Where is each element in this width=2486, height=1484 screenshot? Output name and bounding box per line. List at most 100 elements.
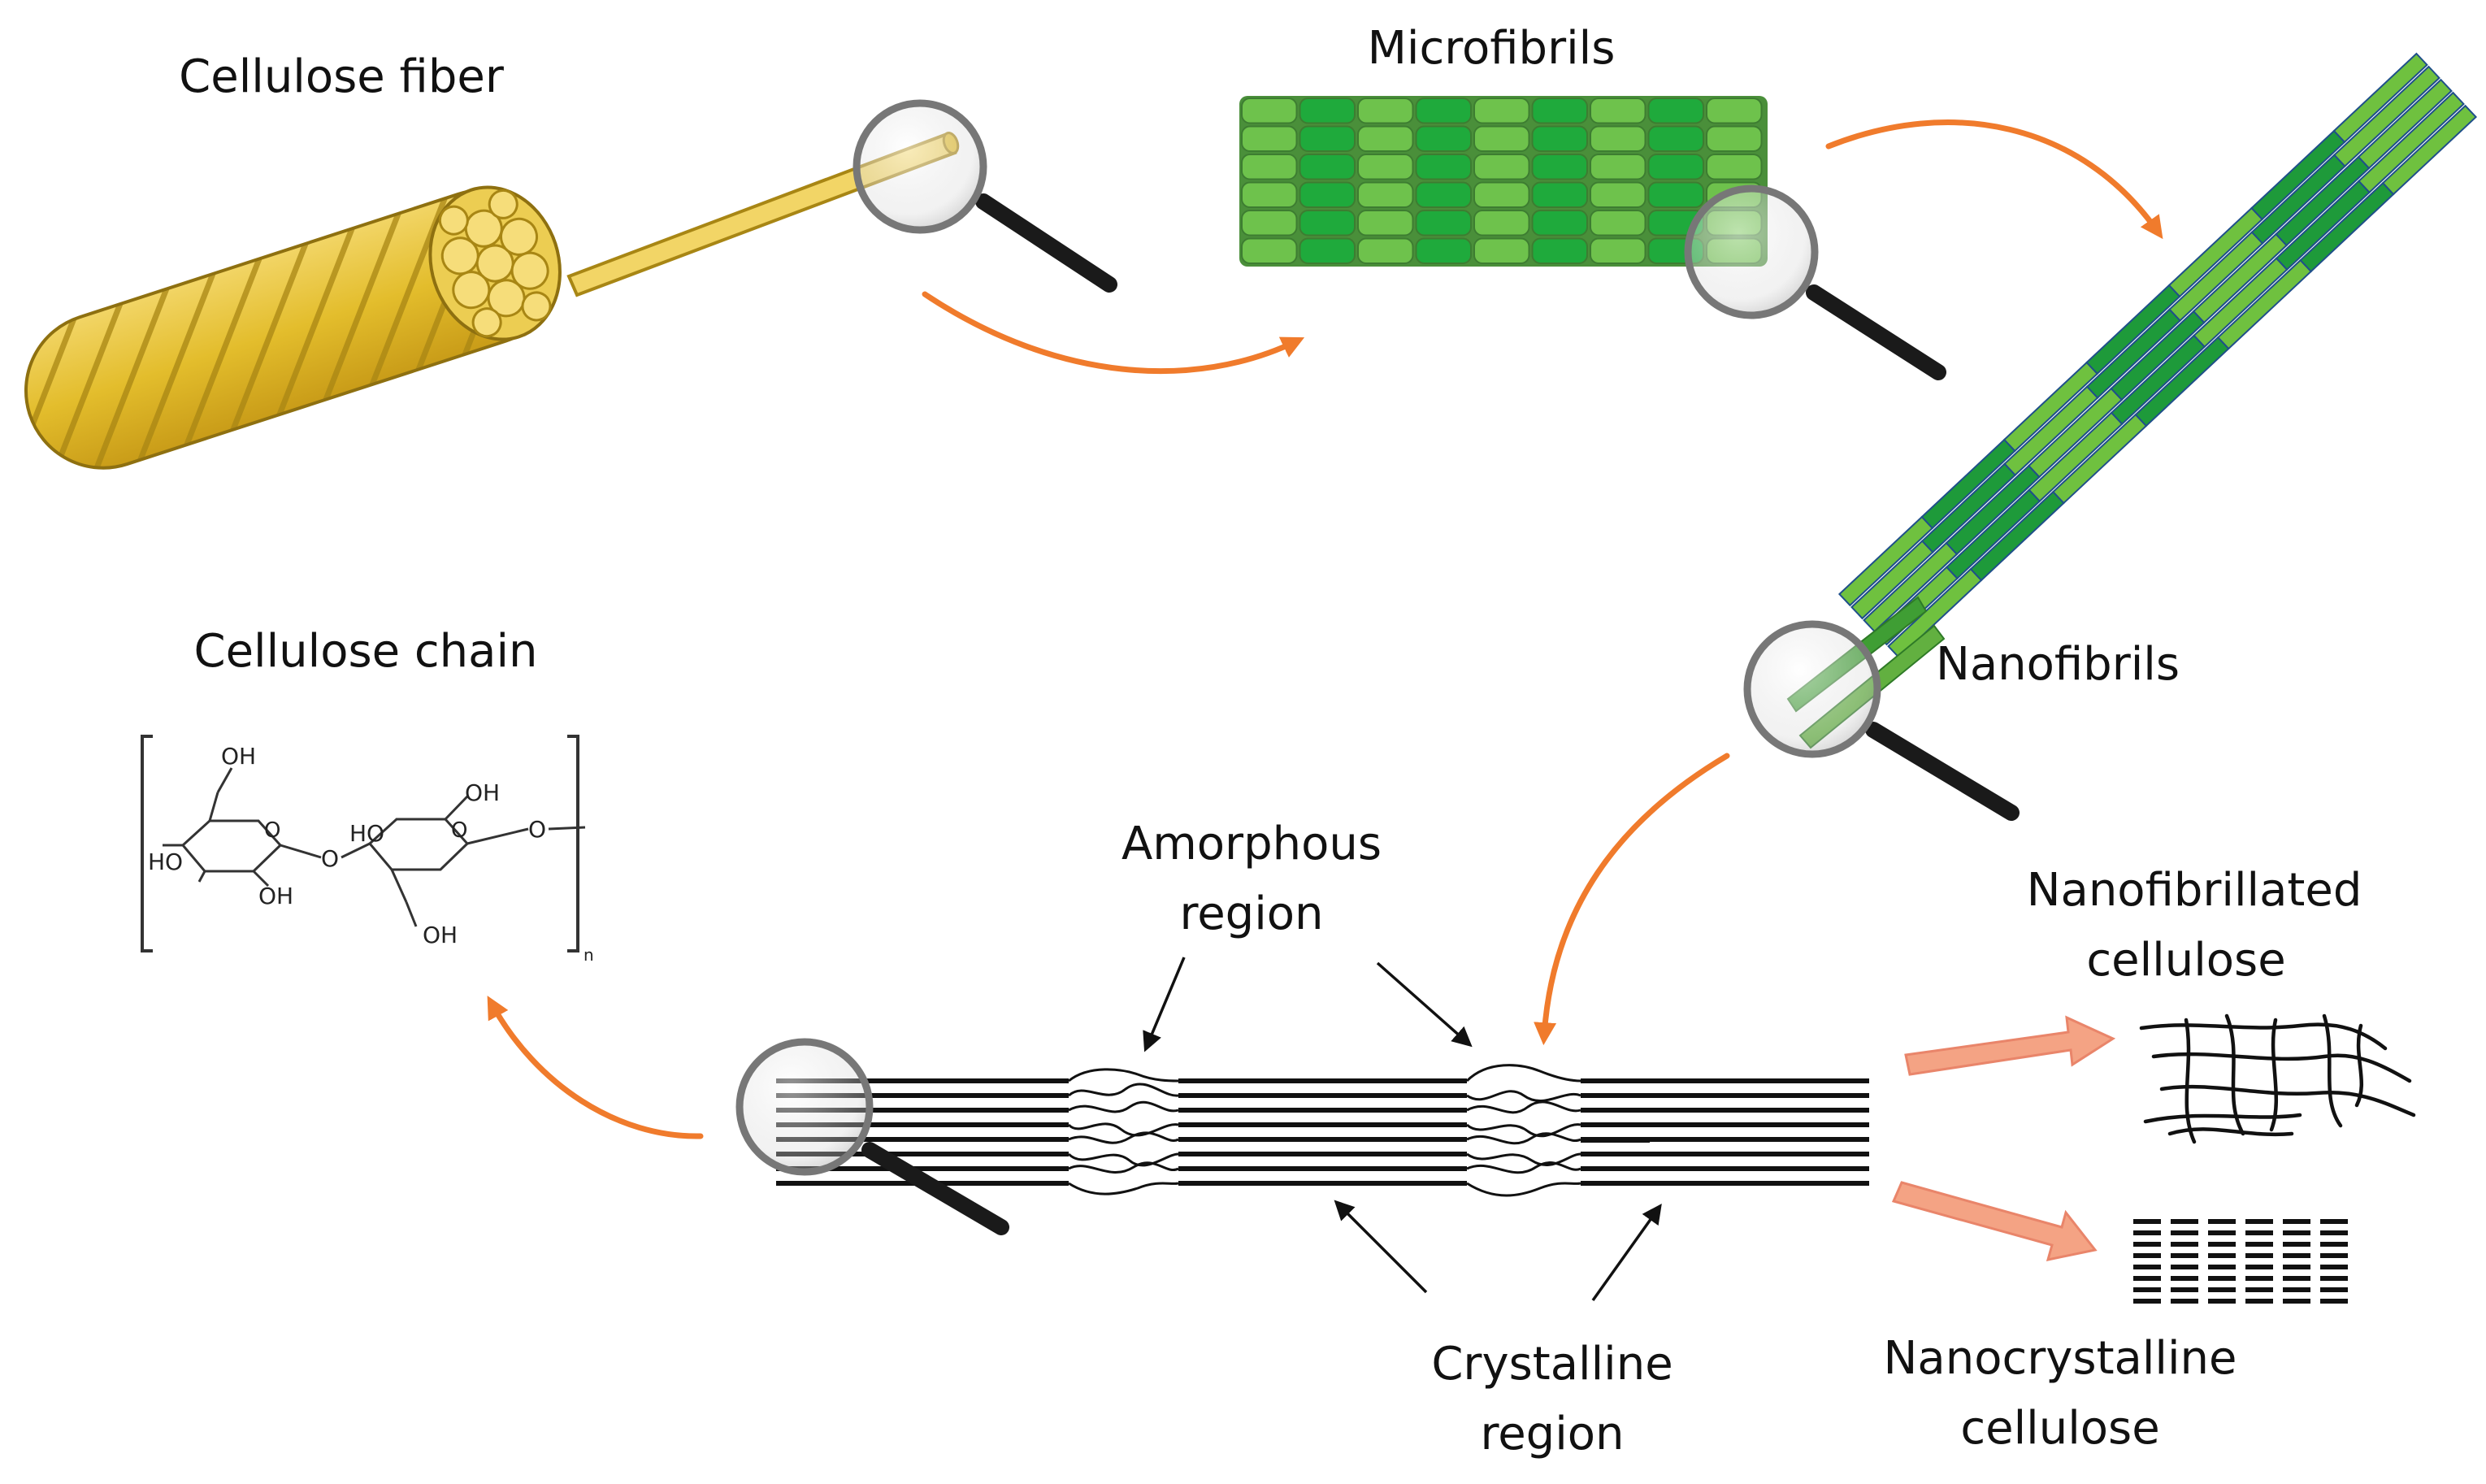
microfibril-segment	[1299, 154, 1356, 180]
cellulose-chain-atoms: OH HO OH O O HO OH O OH O n	[148, 743, 594, 965]
label-amorphous-line2: region	[1179, 887, 1323, 940]
nanocrystal-rod	[2320, 1230, 2348, 1235]
arrow-to-nanocrystalline	[1891, 1181, 2098, 1261]
nanocrystal-rod	[2208, 1253, 2236, 1258]
nanocrystalline-cellulose-rods	[2133, 1219, 2348, 1304]
label-crystalline-line2: region	[1480, 1408, 1624, 1460]
microfibril-segment	[1531, 237, 1588, 264]
microfibril-segment	[1531, 154, 1588, 180]
label-nanocrystalline-line2: cellulose	[1960, 1402, 2159, 1455]
microfibril-segment	[1357, 237, 1414, 264]
microfibril-segment	[1473, 210, 1530, 236]
microfibril-segment	[1706, 154, 1763, 180]
pointer-amorphous-right	[1376, 961, 1473, 1048]
atom-oh-top-right: OH	[465, 779, 500, 806]
pointer-crystalline-left	[1334, 1200, 1428, 1294]
arrow-to-nanofibrillated	[1904, 1015, 2116, 1076]
nanocrystal-rod	[2283, 1287, 2310, 1292]
nanocrystal-rod	[2133, 1287, 2161, 1292]
microfibril-segment	[1299, 181, 1356, 208]
microfibril-segment	[1473, 98, 1530, 124]
microfibril-segment	[1590, 98, 1646, 124]
microfibril-segment	[1357, 210, 1414, 236]
magnifier-microfibrils-icon	[1684, 184, 1946, 380]
microfibril-segment	[1299, 237, 1356, 264]
nanocrystal-rod	[2283, 1253, 2310, 1258]
microfibril-segment	[1357, 181, 1414, 208]
microfibril-segment	[1299, 210, 1356, 236]
microfibrils-illustration	[1239, 96, 1768, 267]
fiber-end-cap	[428, 185, 562, 341]
microfibril-segment	[1473, 125, 1530, 152]
nanocrystal-rod	[2320, 1219, 2348, 1224]
microfibril-segment	[1531, 181, 1588, 208]
atom-o-ring-left: O	[264, 818, 280, 843]
magnifier-bundle-icon	[735, 1038, 1009, 1235]
nanocrystal-rod	[2245, 1299, 2273, 1304]
nanocrystal-rod	[2171, 1242, 2198, 1247]
cellulose-chain-structure	[141, 735, 586, 952]
label-nanofibrillated-line2: cellulose	[2086, 934, 2285, 987]
microfibril-segment	[1299, 98, 1356, 124]
nanocrystal-rod	[2283, 1242, 2310, 1247]
atom-ho-middle: HO	[349, 820, 384, 847]
nanocrystal-rod	[2171, 1230, 2198, 1235]
arrow-bundle-to-chain	[487, 996, 704, 1139]
nanocrystal-rod	[2171, 1287, 2198, 1292]
microfibril-segment	[1590, 181, 1646, 208]
crystalline-amorphous-bundle	[776, 1064, 1869, 1197]
nanofibril-segment	[2381, 104, 2478, 196]
label-cellulose-fiber: Cellulose fiber	[179, 50, 505, 103]
nanofibril-segment	[2358, 91, 2465, 194]
nanocrystal-rod	[2245, 1253, 2273, 1258]
microfibril-segment	[1531, 210, 1588, 236]
nanocrystal-rod	[2208, 1265, 2236, 1269]
microfibril-segment	[1357, 154, 1414, 180]
microfibril-segment	[1415, 181, 1472, 208]
nanocrystal-rod	[2320, 1242, 2348, 1247]
process-arrows-outputs	[1891, 1015, 2116, 1261]
microfibril-segment	[1357, 125, 1414, 152]
nanocrystal-rod	[2133, 1276, 2161, 1281]
nanocrystal-rod	[2283, 1265, 2310, 1269]
label-nanofibrils: Nanofibrils	[1936, 638, 2180, 691]
nanocrystal-rod	[2208, 1230, 2236, 1235]
label-nanocrystalline-line1: Nanocrystalline	[1884, 1332, 2237, 1385]
cellulose-fiber-illustration	[6, 170, 579, 488]
microfibril-segment	[1299, 125, 1356, 152]
microfibril-segment	[1241, 98, 1298, 124]
nanocrystal-rod	[2171, 1299, 2198, 1304]
atom-ho-left: HO	[148, 848, 183, 875]
nanocrystal-rod	[2208, 1299, 2236, 1304]
microfibril-segment	[1590, 210, 1646, 236]
magnifier-fiber-icon	[853, 99, 1117, 293]
atom-o-end: O	[528, 816, 546, 843]
nanocrystal-rod	[2208, 1219, 2236, 1224]
microfibril-segment	[1706, 98, 1763, 124]
nanocrystal-rod	[2245, 1265, 2273, 1269]
crystalline-chains	[776, 1078, 1869, 1186]
microfibril-segment	[1241, 125, 1298, 152]
microfibril-segment	[1590, 154, 1646, 180]
nanocrystal-rod	[2171, 1253, 2198, 1258]
label-microfibrils: Microfibrils	[1368, 22, 1616, 75]
microfibril-segment	[1590, 237, 1646, 264]
microfibril-segment	[1473, 237, 1530, 264]
microfibril-segment	[1415, 154, 1472, 180]
nanocrystal-rod	[2245, 1219, 2273, 1224]
nanocrystal-rod	[2245, 1287, 2273, 1292]
microfibril-segment	[1357, 98, 1414, 124]
arrow-microfibrils-to-nanofibrils	[1825, 119, 2163, 240]
nanocrystal-rod	[2283, 1299, 2310, 1304]
nanocrystal-rod	[2283, 1230, 2310, 1235]
label-crystalline-line1: Crystalline	[1431, 1338, 1673, 1391]
nanocrystal-rod	[2133, 1299, 2161, 1304]
atom-o-bridge: O	[321, 845, 339, 872]
nanocrystal-rod	[2171, 1219, 2198, 1224]
nanocrystal-rod	[2133, 1265, 2161, 1269]
label-cellulose-chain: Cellulose chain	[193, 625, 537, 678]
label-amorphous-line1: Amorphous	[1122, 818, 1382, 870]
microfibril-segment	[1590, 125, 1646, 152]
microfibril-segment	[1241, 181, 1298, 208]
nanofibril-segment	[2332, 65, 2440, 167]
